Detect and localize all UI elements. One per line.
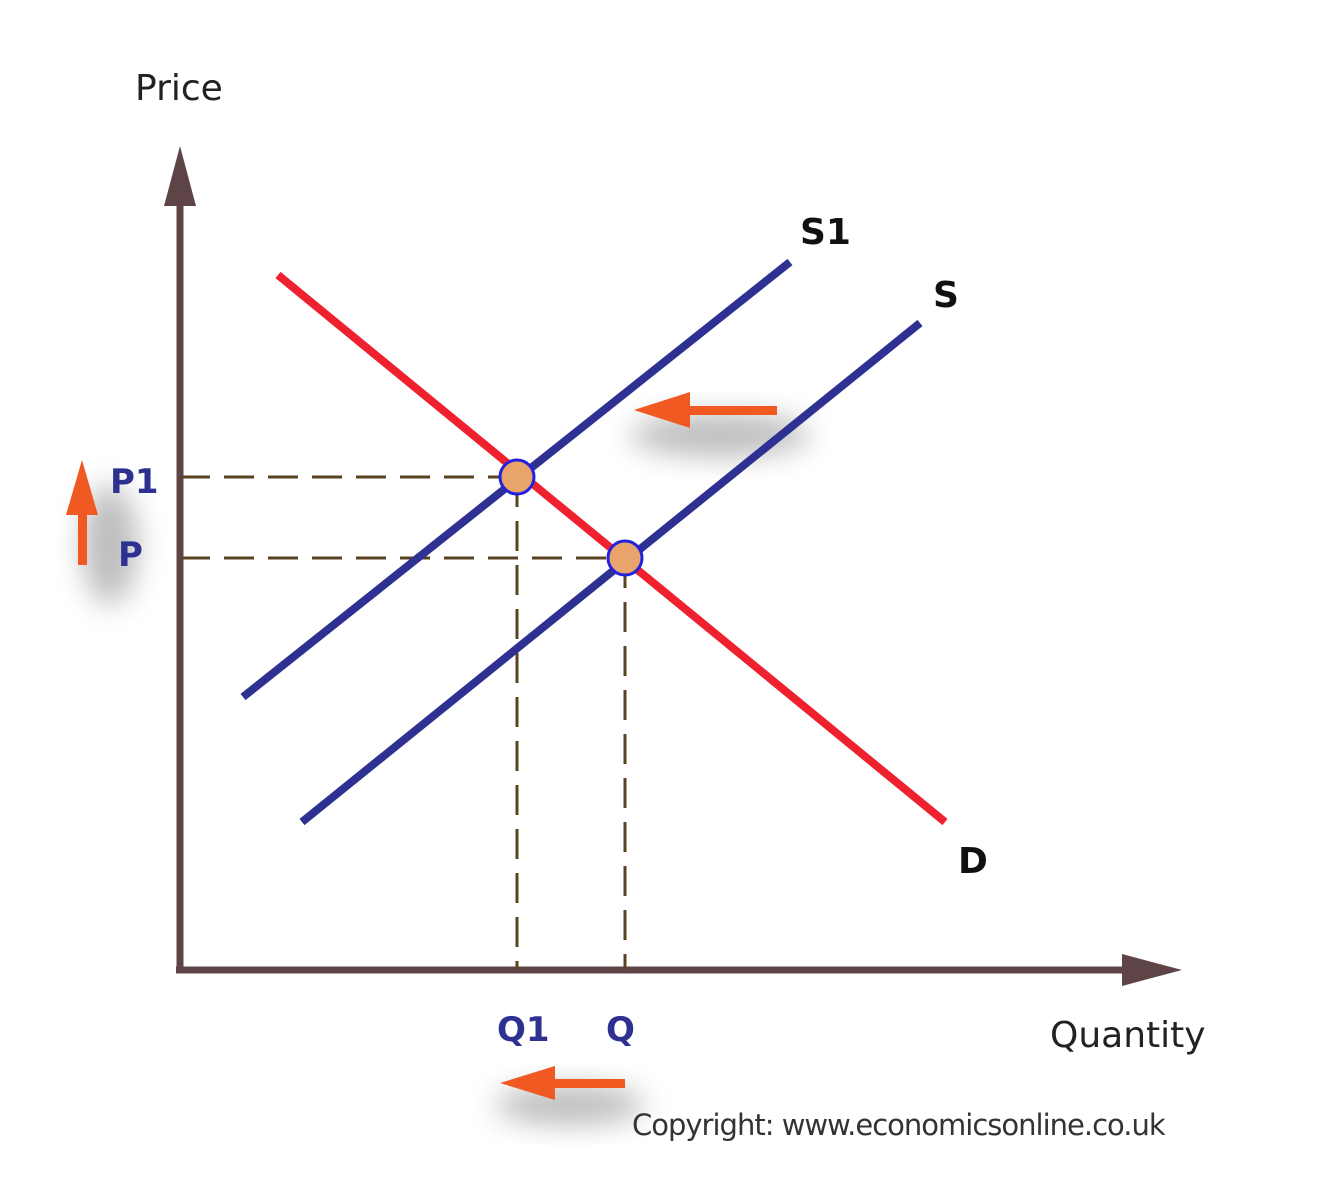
s-label: S — [933, 275, 959, 316]
price-increase-arrow-icon — [66, 460, 98, 565]
guide-lines — [180, 475, 627, 970]
p1-label: P1 — [110, 462, 159, 502]
p-label: P — [118, 535, 143, 575]
supply-curve-s — [299, 319, 923, 826]
x-axis-label: Quantity — [1050, 1015, 1206, 1056]
copyright-text: Copyright: www.economicsonline.co.uk — [632, 1108, 1166, 1142]
q1-label: Q1 — [497, 1010, 550, 1050]
s1-label: S1 — [800, 212, 851, 253]
quantity-decrease-arrow-icon — [500, 1066, 625, 1100]
q-label: Q — [606, 1010, 635, 1050]
y-axis — [164, 146, 196, 972]
supply-shift-arrow-icon — [634, 392, 777, 428]
d-label: D — [958, 841, 988, 882]
equilibrium-point-original — [606, 539, 644, 577]
arrow-shadow — [495, 1085, 645, 1125]
x-axis — [176, 954, 1182, 986]
equilibrium-point-new — [498, 458, 536, 496]
y-axis-label: Price — [135, 68, 223, 109]
